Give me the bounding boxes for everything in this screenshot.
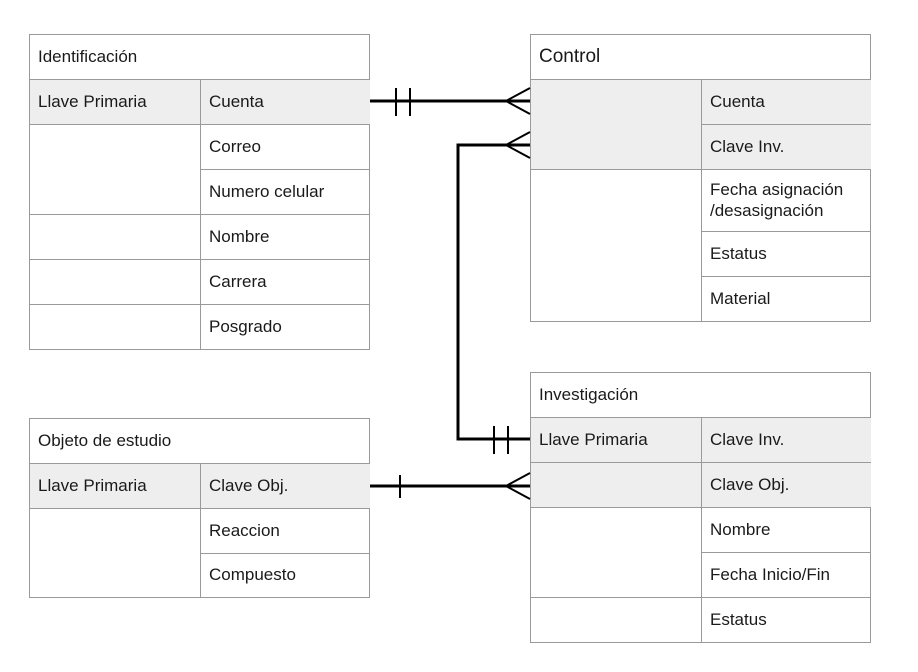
field-cuenta: Cuenta <box>702 80 871 125</box>
empty-cell <box>531 508 702 598</box>
primary-key-label: Llave Primaria <box>30 80 201 125</box>
empty-cell <box>30 215 201 260</box>
field-fecha-asignacion: Fecha asignación /desasignación <box>702 170 871 232</box>
empty-cell <box>30 509 201 597</box>
primary-key-label: Llave Primaria <box>30 464 201 509</box>
field-estatus: Estatus <box>710 609 767 629</box>
relationship-clave-obj <box>370 472 531 500</box>
empty-cell <box>30 260 201 305</box>
entity-identificacion: Identificación Llave Primaria Cuenta Cor… <box>29 34 370 350</box>
crows-foot <box>503 472 531 500</box>
empty-cell <box>30 125 201 215</box>
empty-key-cell <box>531 80 702 170</box>
empty-cell <box>531 170 702 321</box>
entity-objeto-de-estudio: Objeto de estudio Llave Primaria Clave O… <box>29 418 370 598</box>
field-estatus: Estatus <box>702 232 871 277</box>
connector-line <box>456 143 530 441</box>
field-fecha-inicio-fin: Fecha Inicio/Fin <box>702 553 871 598</box>
field-nombre: Nombre <box>201 215 370 260</box>
relationship-cuenta <box>370 87 531 116</box>
entity-investigacion: Investigación Llave Primaria Clave Inv. … <box>530 372 871 643</box>
field-clave-obj: Clave Obj. <box>702 463 871 508</box>
entity-title: Identificación <box>30 35 369 80</box>
field-compuesto: Compuesto <box>209 565 296 585</box>
entity-title: Control <box>531 35 870 80</box>
entity-title: Investigación <box>531 373 870 418</box>
field-numero-celular: Numero celular <box>201 170 370 215</box>
empty-cell <box>531 463 702 508</box>
field-posgrado: Posgrado <box>209 316 282 336</box>
crows-foot <box>503 87 531 115</box>
entity-title: Objeto de estudio <box>30 419 369 464</box>
field-nombre: Nombre <box>702 508 871 553</box>
crows-foot <box>503 131 531 159</box>
field-material: Material <box>710 288 771 308</box>
empty-cell <box>531 598 702 642</box>
field-reaccion: Reaccion <box>201 509 370 554</box>
field-carrera: Carrera <box>201 260 370 305</box>
field-correo: Correo <box>201 125 370 170</box>
field-clave-obj: Clave Obj. <box>201 464 370 509</box>
field-clave-inv: Clave Inv. <box>702 418 871 463</box>
relationship-clave-inv <box>456 131 531 454</box>
field-cuenta: Cuenta <box>201 80 370 125</box>
primary-key-label: Llave Primaria <box>531 418 702 463</box>
empty-cell <box>30 305 201 349</box>
entity-control: Control Cuenta Clave Inv. Fecha asignaci… <box>530 34 871 322</box>
field-clave-inv: Clave Inv. <box>702 125 871 170</box>
